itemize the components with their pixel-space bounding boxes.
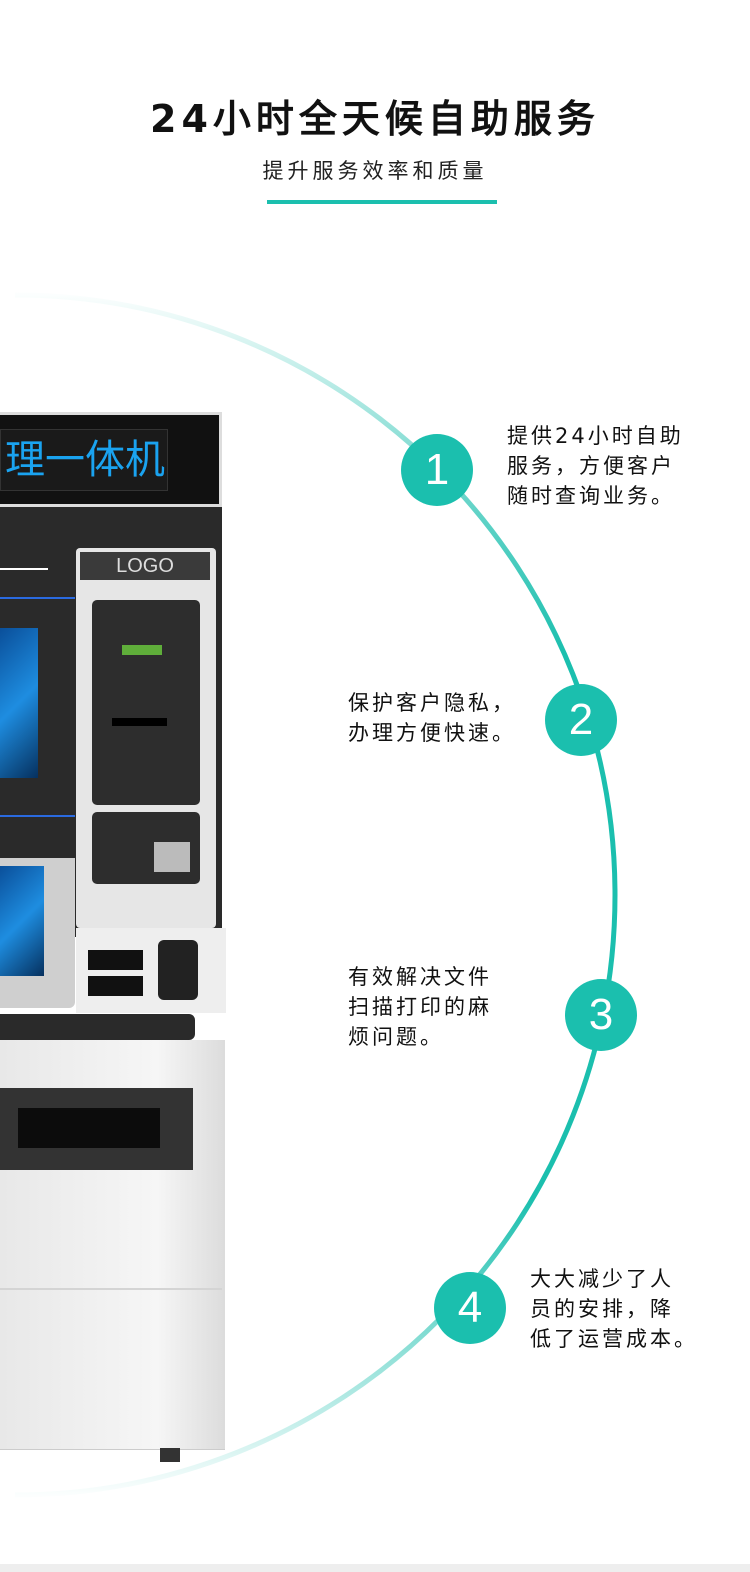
- feature-1-badge: 1: [401, 434, 473, 506]
- feature-2-badge: 2: [545, 684, 617, 756]
- feature-line: 烦问题。: [348, 1025, 444, 1049]
- bottom-divider: [0, 1564, 750, 1572]
- title-underline: [267, 200, 497, 204]
- feature-3-badge: 3: [565, 979, 637, 1051]
- feature-1-text: 提供24小时自助 服务，方便客户 随时查询业务。: [507, 421, 684, 511]
- feature-line: 办理方便快速。: [348, 721, 516, 745]
- feature-4-text: 大大减少了人 员的安排，降 低了运营成本。: [530, 1264, 698, 1354]
- feature-2-text: 保护客户隐私， 办理方便快速。: [348, 688, 516, 748]
- feature-line: 有效解决文件: [348, 965, 492, 989]
- feature-line: 随时查询业务。: [507, 484, 675, 508]
- kiosk-main-screen: [0, 628, 38, 778]
- feature-line: 员的安排，降: [530, 1297, 674, 1321]
- feature-line: 大大减少了人: [530, 1267, 674, 1291]
- feature-4-badge: 4: [434, 1272, 506, 1344]
- feature-3-text: 有效解决文件 扫描打印的麻 烦问题。: [348, 962, 492, 1052]
- feature-line: 保护客户隐私，: [348, 691, 516, 715]
- kiosk-lower-screen: [0, 866, 44, 976]
- kiosk-logo: LOGO: [80, 552, 210, 580]
- feature-line: 提供24小时自助: [507, 424, 684, 448]
- feature-line: 服务，方便客户: [507, 454, 675, 478]
- kiosk-display-text: 理一体机: [0, 429, 168, 491]
- feature-line: 扫描打印的麻: [348, 995, 492, 1019]
- page-subtitle: 提升服务效率和质量: [262, 159, 488, 183]
- page-title: 24小时全天候自助服务: [150, 97, 600, 141]
- kiosk-top-display: 理一体机: [0, 412, 222, 507]
- feature-line: 低了运营成本。: [530, 1327, 698, 1351]
